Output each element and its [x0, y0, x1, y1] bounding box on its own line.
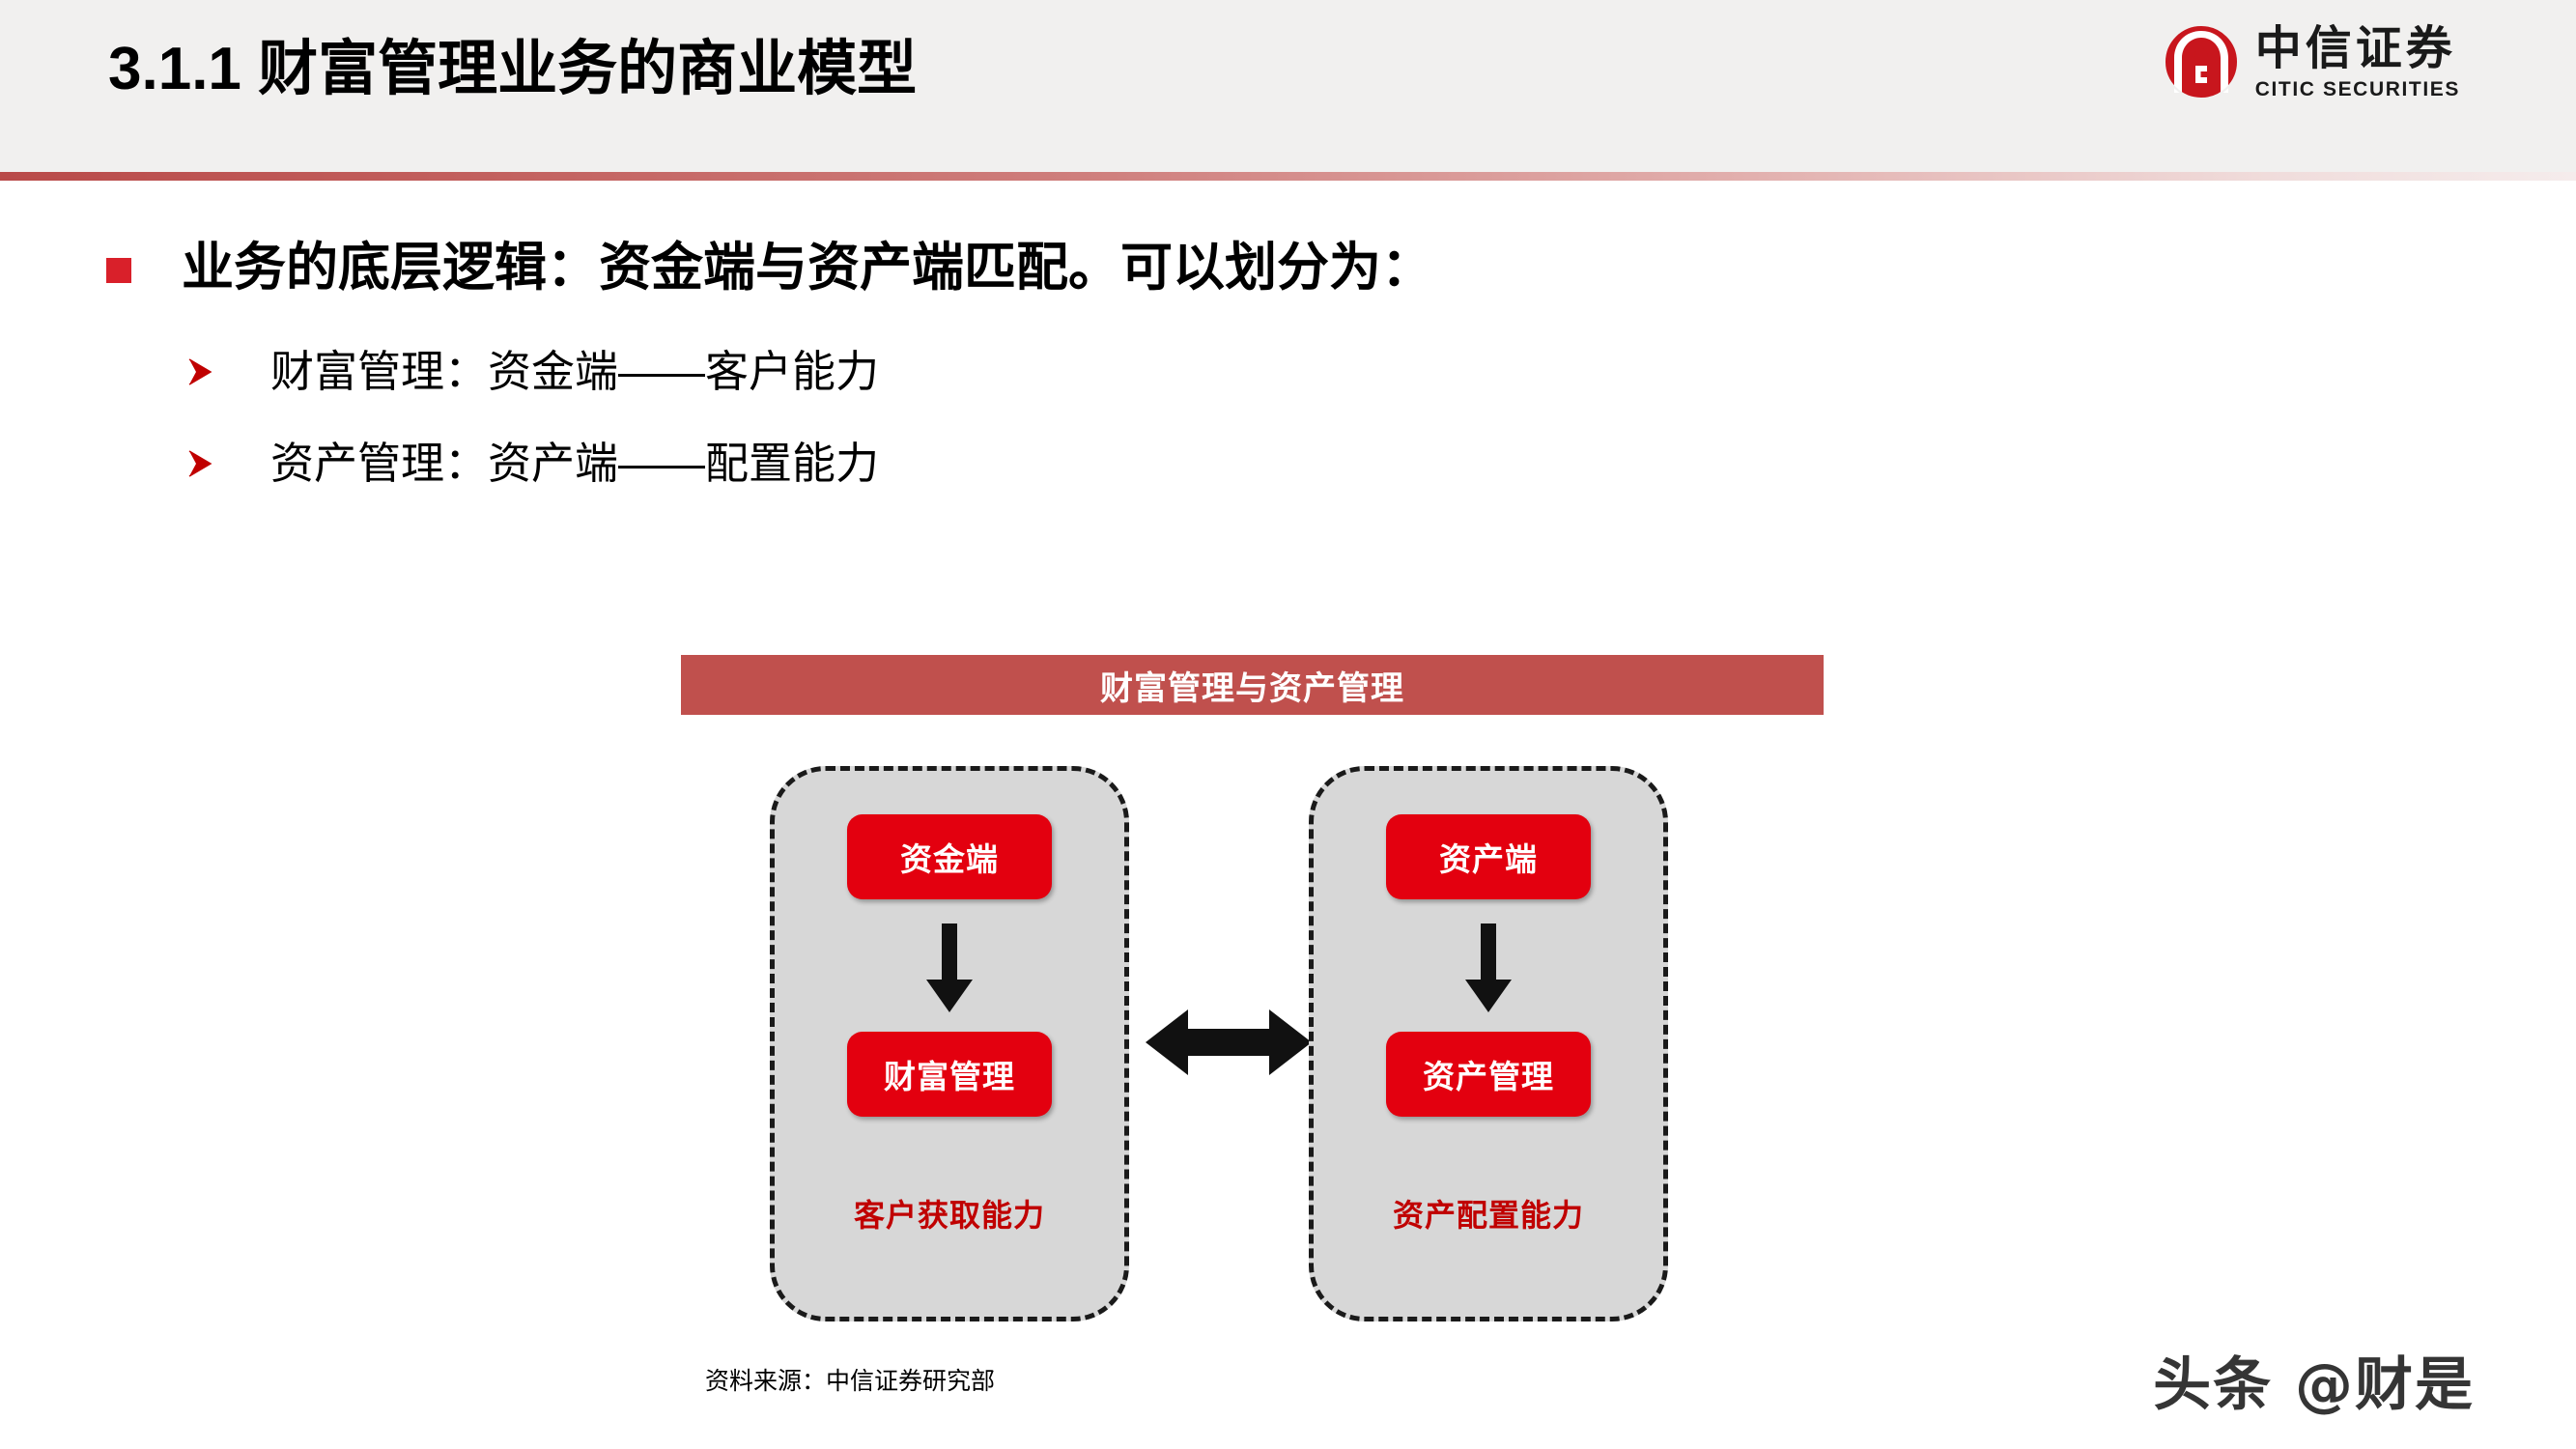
node-wealth-management-label: 财富管理	[884, 1059, 1015, 1094]
panel-asset-management: 资产端 资产管理 资产配置能力	[1309, 766, 1668, 1321]
page-title: 3.1.1 财富管理业务的商业模型	[108, 36, 918, 102]
node-asset-side: 资产端	[1386, 814, 1591, 899]
double-headed-arrow-icon	[1146, 1003, 1312, 1082]
logo-english-name: CITIC SECURITIES	[2254, 77, 2460, 100]
square-bullet-icon	[106, 258, 131, 283]
business-model-diagram: 财富管理与资产管理 资金端 财富管理 客户获取能力 资产端	[681, 655, 1824, 1331]
diagram-title: 财富管理与资产管理	[1100, 669, 1404, 707]
logo-chinese-name: 中信证券	[2254, 20, 2456, 75]
citic-emblem-icon	[2163, 23, 2240, 100]
panel-caption-client-acquisition: 客户获取能力	[853, 1198, 1045, 1233]
citic-securities-logo: 中信证券 CITIC SECURITIES	[2163, 23, 2460, 100]
primary-bullet-text: 业务的底层逻辑：资金端与资产端匹配。可以划分为：	[182, 239, 1433, 297]
down-arrow-icon	[1463, 923, 1514, 1012]
node-wealth-management: 财富管理	[847, 1032, 1052, 1117]
node-funding-side-label: 资金端	[900, 841, 999, 877]
node-asset-management-label: 资产管理	[1423, 1059, 1554, 1094]
header-divider	[0, 172, 2576, 181]
node-asset-side-label: 资产端	[1439, 841, 1538, 877]
down-arrow-icon	[924, 923, 975, 1012]
source-note: 资料来源：中信证券研究部	[705, 1368, 996, 1395]
sub-bullet-2: 资产管理：资产端——配置能力	[184, 438, 879, 490]
arrow-bullet-icon	[184, 447, 222, 486]
watermark: 头条 @财是	[2153, 1351, 2475, 1419]
sub-bullet-1-text: 财富管理：资金端——客户能力	[270, 347, 880, 396]
panel-caption-asset-allocation: 资产配置能力	[1392, 1198, 1584, 1233]
sub-bullet-2-text: 资产管理：资产端——配置能力	[270, 439, 880, 488]
sub-bullet-1: 财富管理：资金端——客户能力	[184, 346, 879, 398]
logo-text: 中信证券 CITIC SECURITIES	[2255, 25, 2460, 99]
node-funding-side: 资金端	[847, 814, 1052, 899]
slide-header: 3.1.1 财富管理业务的商业模型 中信证券 CITIC SECURITIES	[0, 0, 2576, 174]
diagram-title-bar: 财富管理与资产管理	[681, 655, 1824, 715]
node-asset-management: 资产管理	[1386, 1032, 1591, 1117]
panel-wealth-management: 资金端 财富管理 客户获取能力	[770, 766, 1129, 1321]
primary-bullet: 业务的底层逻辑：资金端与资产端匹配。可以划分为：	[106, 237, 1433, 299]
arrow-bullet-icon	[184, 355, 222, 394]
